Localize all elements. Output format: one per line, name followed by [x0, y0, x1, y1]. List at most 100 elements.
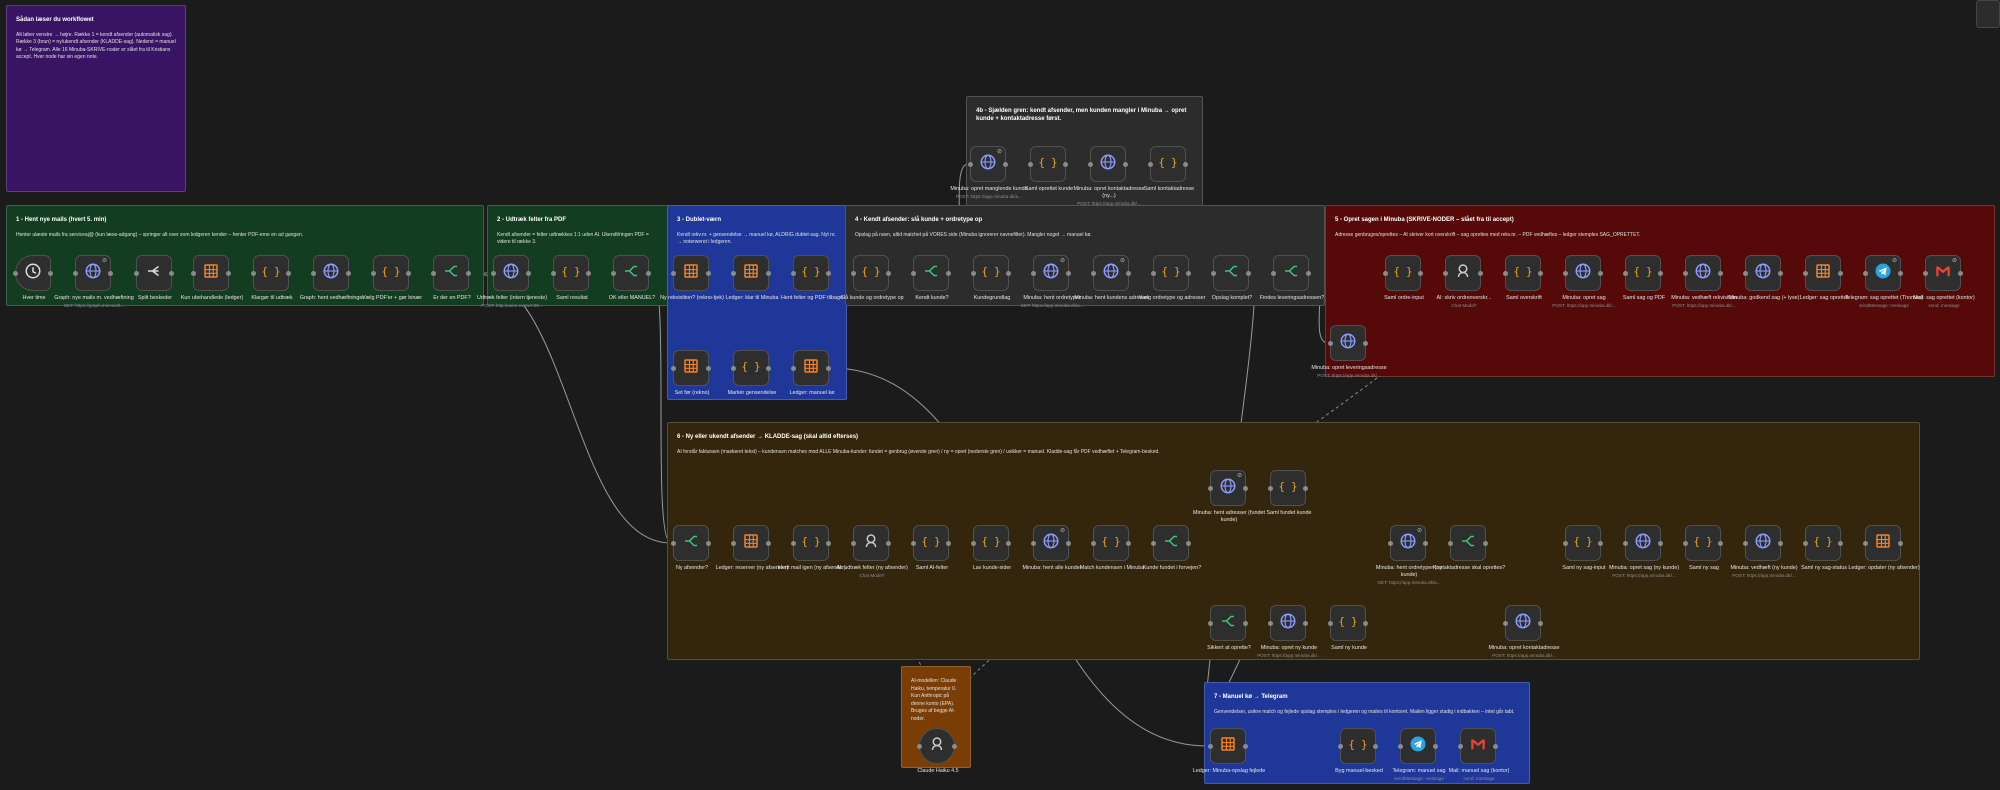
node-n58[interactable]: { }Saml ny sag-input: [1562, 525, 1606, 571]
output-handle[interactable]: [1066, 541, 1071, 546]
input-handle[interactable]: [911, 541, 916, 546]
output-handle[interactable]: [406, 271, 411, 276]
node-n6[interactable]: Graph: hent vedhæftninger: [300, 255, 364, 301]
input-handle[interactable]: [791, 366, 796, 371]
output-handle[interactable]: [1778, 541, 1783, 546]
node-n19[interactable]: Kendt kunde?: [911, 255, 951, 301]
input-handle[interactable]: [311, 271, 316, 276]
node-n29[interactable]: Minuba: opret kontaktadresse (ny...)POST…: [1073, 146, 1145, 206]
input-handle[interactable]: [671, 366, 676, 371]
output-handle[interactable]: [1243, 621, 1248, 626]
output-handle[interactable]: [1658, 541, 1663, 546]
input-handle[interactable]: [731, 271, 736, 276]
input-handle[interactable]: [191, 271, 196, 276]
output-handle[interactable]: [1478, 271, 1483, 276]
output-handle[interactable]: [1598, 541, 1603, 546]
input-handle[interactable]: [1091, 271, 1096, 276]
input-handle[interactable]: [968, 162, 973, 167]
node-n23[interactable]: { }Vælg ordretype og adresser: [1139, 255, 1205, 301]
output-handle[interactable]: [1958, 271, 1963, 276]
input-handle[interactable]: [431, 271, 436, 276]
input-handle[interactable]: [1388, 541, 1393, 546]
output-handle[interactable]: [346, 271, 351, 276]
output-handle[interactable]: [1718, 271, 1723, 276]
output-handle[interactable]: [1066, 271, 1071, 276]
output-handle[interactable]: [1303, 486, 1308, 491]
node-n38[interactable]: Ledger: sag oprettet: [1800, 255, 1848, 301]
output-handle[interactable]: [1538, 271, 1543, 276]
node-n12[interactable]: Ny rekvisition? (rekno-tjek): [660, 255, 724, 301]
input-handle[interactable]: [1268, 486, 1273, 491]
input-handle[interactable]: [1328, 341, 1333, 346]
input-handle[interactable]: [1328, 621, 1333, 626]
input-handle[interactable]: [1151, 271, 1156, 276]
output-handle[interactable]: [1778, 271, 1783, 276]
output-handle[interactable]: [1538, 621, 1543, 626]
input-handle[interactable]: [1338, 744, 1343, 749]
input-handle[interactable]: [1088, 162, 1093, 167]
node-n50[interactable]: ⊘Minuba: hent adresser (fundet kunde): [1193, 470, 1265, 523]
output-handle[interactable]: [286, 271, 291, 276]
output-handle[interactable]: [1126, 271, 1131, 276]
output-handle[interactable]: [826, 541, 831, 546]
node-n65[interactable]: Ledger: Minuba-opslag fejlede: [1193, 728, 1265, 774]
sidebar-toggle-button[interactable]: [1976, 0, 2000, 28]
input-handle[interactable]: [1028, 162, 1033, 167]
output-handle[interactable]: [946, 541, 951, 546]
output-handle[interactable]: [1418, 271, 1423, 276]
output-handle[interactable]: [1246, 271, 1251, 276]
node-n10[interactable]: { }Saml resultat: [551, 255, 591, 301]
output-handle[interactable]: [1006, 271, 1011, 276]
node-n62[interactable]: { }Saml ny sag-status: [1801, 525, 1847, 571]
connection-line[interactable]: [470, 272, 672, 544]
output-handle[interactable]: [766, 271, 771, 276]
output-handle[interactable]: [586, 271, 591, 276]
output-handle[interactable]: [706, 271, 711, 276]
input-handle[interactable]: [851, 271, 856, 276]
output-handle[interactable]: [1363, 341, 1368, 346]
node-n33[interactable]: { }Saml overskrift: [1503, 255, 1543, 301]
input-handle[interactable]: [611, 271, 616, 276]
input-handle[interactable]: [491, 271, 496, 276]
output-handle[interactable]: [226, 271, 231, 276]
input-handle[interactable]: [731, 366, 736, 371]
node-n51[interactable]: { }Saml fundet kunde: [1267, 470, 1311, 516]
input-handle[interactable]: [1151, 541, 1156, 546]
node-n40[interactable]: ⊘Mail: sag oprettet (kontor)send: messag…: [1913, 255, 1975, 308]
node-n11[interactable]: OK eller MANUEL?: [609, 255, 655, 301]
input-handle[interactable]: [1923, 271, 1928, 276]
input-handle[interactable]: [851, 541, 856, 546]
input-handle[interactable]: [791, 271, 796, 276]
output-handle[interactable]: [48, 271, 53, 276]
output-handle[interactable]: [706, 366, 711, 371]
node-n37[interactable]: Minuba: godkend sag (+ lyse): [1729, 255, 1799, 301]
node-n9[interactable]: Udtræk felter (intern tjeneste)POST: htt…: [477, 255, 547, 308]
output-handle[interactable]: [886, 541, 891, 546]
output-handle[interactable]: [1483, 541, 1488, 546]
output-handle[interactable]: [946, 271, 951, 276]
output-handle[interactable]: [1493, 744, 1498, 749]
output-handle[interactable]: [1186, 271, 1191, 276]
input-handle[interactable]: [1148, 162, 1153, 167]
input-handle[interactable]: [1398, 744, 1403, 749]
input-handle[interactable]: [917, 744, 922, 749]
input-handle[interactable]: [1208, 621, 1213, 626]
input-handle[interactable]: [551, 271, 556, 276]
output-handle[interactable]: [646, 271, 651, 276]
node-n5[interactable]: { }Klargør til udtræk: [251, 255, 293, 301]
node-n46[interactable]: { }Lav kunde-sider: [971, 525, 1011, 571]
node-n55[interactable]: ⊘Minuba: hent ordretyper (ny kunde)GET: …: [1376, 525, 1442, 585]
node-n42[interactable]: Ledger: reserver (ny afsender): [716, 525, 788, 571]
input-handle[interactable]: [1211, 271, 1216, 276]
input-handle[interactable]: [1271, 271, 1276, 276]
input-handle[interactable]: [1458, 744, 1463, 749]
output-handle[interactable]: [1063, 162, 1068, 167]
output-handle[interactable]: [952, 744, 957, 749]
